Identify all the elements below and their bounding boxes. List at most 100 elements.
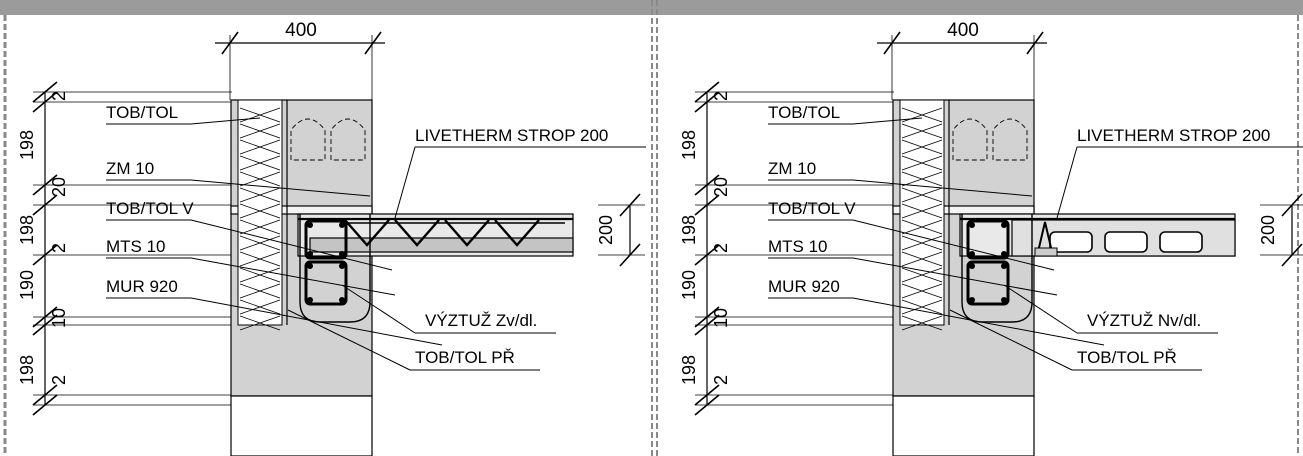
height-dimension: 198 — [17, 130, 37, 160]
hollow-void — [1104, 231, 1148, 253]
rebar — [339, 263, 345, 269]
insulation-hatch — [901, 315, 943, 331]
label-tob-tol: TOB/TOL — [106, 103, 178, 122]
label-tob-tol-pr: TOB/TOL PŘ — [1077, 348, 1177, 367]
lattice-girder — [444, 219, 490, 247]
label-zm10: ZM 10 — [106, 159, 154, 178]
leader-line — [852, 219, 1055, 271]
width-dimension: 400 — [947, 20, 979, 41]
mineral-wool-insulation — [237, 99, 283, 326]
insulation-hatch — [239, 107, 281, 123]
height-dimension: 198 — [17, 355, 37, 385]
height-dimension: 198 — [17, 215, 37, 245]
rebar — [339, 297, 345, 303]
dimension-tick — [1026, 31, 1044, 55]
label-reinforcement: VÝZTUŽ Zv/dl. — [425, 311, 537, 330]
leader-line — [949, 309, 1073, 371]
dimension-tick — [364, 31, 382, 55]
precast-plank — [309, 237, 574, 253]
leader-line — [852, 257, 1058, 296]
joint-dimension: 2 — [711, 375, 731, 385]
insulation-hatch — [239, 283, 281, 299]
insulation-hatch — [239, 171, 281, 187]
insulation-hatch — [239, 155, 281, 171]
leader-line — [1056, 146, 1078, 219]
joint-dimension: 20 — [49, 177, 69, 197]
insulation-hatch — [901, 171, 943, 187]
insulation-hatch — [239, 187, 281, 203]
insulation-hatch — [901, 123, 943, 139]
rebar — [307, 263, 313, 269]
leader-line — [852, 117, 923, 125]
lattice-girder — [394, 219, 440, 247]
leader-line — [852, 179, 1033, 197]
label-tob-tol: TOB/TOL — [768, 103, 840, 122]
leader-line — [1003, 284, 1078, 334]
height-dimension: 198 — [679, 130, 699, 160]
insulation-hatch — [901, 139, 943, 155]
rebar — [307, 297, 313, 303]
label-mts10: MTS 10 — [106, 237, 166, 256]
leader-line — [190, 297, 443, 346]
joint-dimension: 10 — [711, 308, 731, 328]
leader-line — [190, 179, 371, 197]
slab-dimension: 200 — [1258, 215, 1278, 245]
rebar — [339, 251, 345, 257]
leader-line — [190, 257, 396, 296]
hollow-void — [1159, 231, 1203, 253]
rebar — [1001, 297, 1007, 303]
stirrup-upper — [966, 219, 1010, 260]
height-dimension: 198 — [679, 215, 699, 245]
leader-line — [287, 309, 411, 371]
insulation-hatch — [901, 299, 943, 315]
joint-dimension: 2 — [49, 243, 69, 253]
leader-line — [852, 297, 1105, 346]
leader-line — [341, 284, 416, 334]
stirrup-lower — [966, 260, 1010, 306]
label-zm10: ZM 10 — [768, 159, 816, 178]
height-dimension: 190 — [17, 270, 37, 300]
insulation-hatch — [239, 123, 281, 139]
insulation-hatch — [239, 203, 281, 219]
rebar — [339, 222, 345, 228]
joint-dimension: 2 — [49, 91, 69, 101]
height-dimension: 190 — [679, 270, 699, 300]
rebar — [1001, 251, 1007, 257]
joint-dimension: 20 — [711, 177, 731, 197]
insulation-hatch — [901, 267, 943, 283]
label-tob-tol-v: TOB/TOL V — [768, 199, 856, 218]
rebar — [969, 222, 975, 228]
insulation-hatch — [901, 203, 943, 219]
slab-dimension: 200 — [596, 215, 616, 245]
ring-beam-formwork — [961, 214, 1033, 323]
label-mur920: MUR 920 — [106, 277, 178, 296]
insulation-hatch — [239, 299, 281, 315]
label-mur920: MUR 920 — [768, 277, 840, 296]
lower-wall-block — [892, 395, 1035, 456]
leader-line — [190, 219, 393, 271]
leader-line — [190, 117, 261, 125]
anchor-loop — [1037, 221, 1053, 253]
lattice-girder — [494, 219, 540, 247]
mineral-wool-insulation — [899, 99, 945, 326]
joint-dimension: 2 — [711, 91, 731, 101]
label-tob-tol-v: TOB/TOL V — [106, 199, 194, 218]
leader-line — [394, 146, 416, 219]
rebar — [1001, 222, 1007, 228]
rebar — [969, 251, 975, 257]
insulation-hatch — [239, 219, 281, 235]
insulation-hatch — [901, 251, 943, 267]
insulation-hatch — [239, 267, 281, 283]
label-slab: LIVETHERM STROP 200 — [415, 126, 608, 145]
width-dimension: 400 — [285, 20, 317, 41]
insulation-hatch — [239, 251, 281, 267]
insulation-hatch — [239, 139, 281, 155]
insulation-hatch — [901, 155, 943, 171]
label-mts10: MTS 10 — [768, 237, 828, 256]
ring-beam-formwork — [299, 214, 371, 323]
rebar — [969, 263, 975, 269]
joint-dimension: 2 — [49, 375, 69, 385]
rebar — [1001, 263, 1007, 269]
